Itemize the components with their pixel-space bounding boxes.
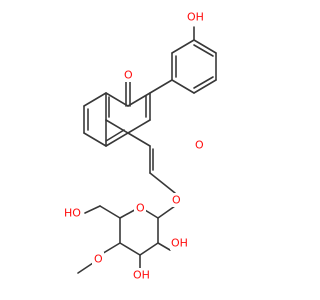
ring-oxygen-label: O	[195, 139, 204, 152]
bond	[171, 79, 195, 94]
bonds	[77, 26, 217, 274]
bond	[83, 92, 107, 107]
pyranose-oxygen-label: O	[136, 202, 145, 215]
bond	[84, 205, 101, 214]
bond	[157, 242, 171, 251]
c2-hydroxyl-label: OH	[171, 237, 188, 250]
phenol-oh-label: OH	[187, 11, 204, 24]
ketone-oxygen-label: O	[124, 69, 133, 82]
bond	[83, 132, 107, 147]
bond	[127, 92, 151, 107]
bond	[193, 76, 214, 89]
bond	[105, 132, 129, 147]
bond	[149, 79, 173, 94]
bond	[127, 119, 151, 134]
bond	[105, 119, 129, 134]
chemical-structure-diagram: OH O O O O HO O OH OH	[62, 10, 217, 282]
bond	[193, 44, 214, 57]
bond	[139, 242, 159, 256]
bond	[105, 92, 129, 107]
bond	[105, 129, 125, 142]
bond	[193, 79, 217, 94]
atom-labels: OH O O O O HO O OH OH	[62, 10, 205, 282]
c3-hydroxyl-label: OH	[133, 269, 150, 282]
bond	[193, 39, 217, 54]
bond	[157, 205, 176, 219]
methoxy-oxygen-label: O	[94, 253, 103, 266]
bond	[119, 242, 141, 256]
hydroxymethyl-ho-label: HO	[64, 207, 81, 220]
bond	[99, 205, 121, 219]
glycosidic-oxygen-label: O	[172, 194, 181, 207]
bond	[171, 39, 195, 54]
bond	[77, 262, 94, 274]
bond	[149, 172, 176, 194]
bond	[127, 132, 151, 147]
